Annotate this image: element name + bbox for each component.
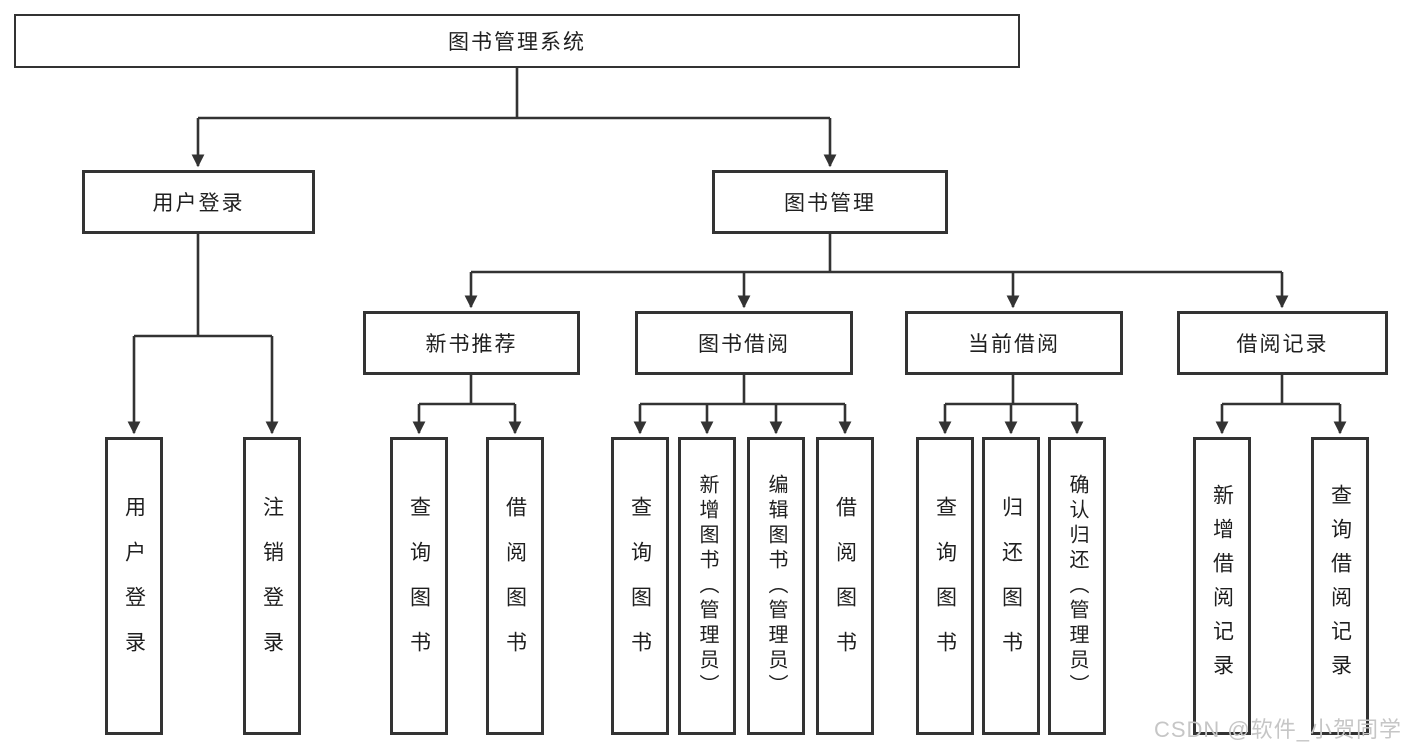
node-root-system: 图书管理系统 xyxy=(14,14,1020,68)
node-book-borrow: 图书借阅 xyxy=(635,311,853,375)
node-user-login: 用户登录 xyxy=(82,170,315,234)
csdn-watermark: CSDN @软件_小贺同学 xyxy=(1153,717,1402,742)
leaf-edit-book-admin: 编辑图书（管理员） xyxy=(747,437,805,735)
leaf-query-book-2: 查询图书 xyxy=(611,437,669,735)
leaf-query-book-3: 查询图书 xyxy=(916,437,974,735)
node-new-book-recommend: 新书推荐 xyxy=(363,311,580,375)
leaf-user-login: 用户登录 xyxy=(105,437,163,735)
leaf-query-book-1: 查询图书 xyxy=(390,437,448,735)
leaf-borrow-book-1: 借阅图书 xyxy=(486,437,544,735)
leaf-add-borrow-record: 新增借阅记录 xyxy=(1193,437,1251,735)
leaf-query-borrow-record: 查询借阅记录 xyxy=(1311,437,1369,735)
leaf-borrow-book-2: 借阅图书 xyxy=(816,437,874,735)
node-borrow-records: 借阅记录 xyxy=(1177,311,1388,375)
leaf-confirm-return-admin: 确认归还（管理员） xyxy=(1048,437,1106,735)
leaf-add-book-admin: 新增图书（管理员） xyxy=(678,437,736,735)
leaf-return-book: 归还图书 xyxy=(982,437,1040,735)
leaf-logout: 注销登录 xyxy=(243,437,301,735)
node-book-management: 图书管理 xyxy=(712,170,948,234)
node-current-borrow: 当前借阅 xyxy=(905,311,1123,375)
